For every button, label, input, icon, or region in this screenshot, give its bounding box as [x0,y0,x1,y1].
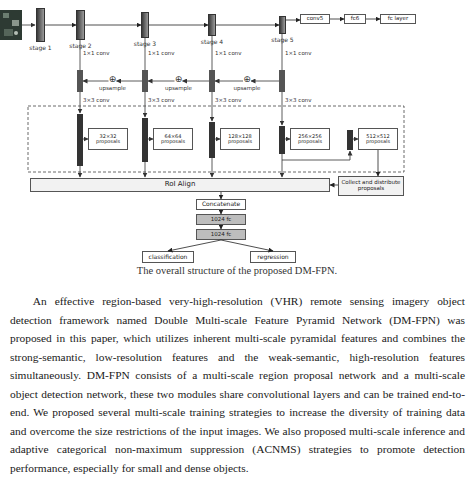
box-label: 256×256 proposals [291,134,329,145]
connector-arrow [221,210,222,214]
process-box: 512×512 proposals [358,128,398,150]
stage-label: stage 1 [29,44,51,51]
operation-label: 1×1 conv [83,50,110,56]
process-box: regression [250,251,296,263]
input-arrow [22,25,35,26]
box-label: Concatenate [202,201,240,207]
process-box: fc layer [380,14,416,24]
box-label: regression [257,254,288,260]
stage-block: stage 2 [76,10,85,40]
operation-label: upsample [99,85,126,91]
process-box: 1024 fc [196,214,246,225]
box-label: fc layer [388,16,409,22]
process-box: 1024 fc [196,229,246,240]
connector-arrow [216,25,279,26]
box-label: 1024 fc [211,217,232,223]
process-box: 32×32 proposals [88,128,128,150]
box-label: conv5 [307,16,324,22]
connector-arrow [85,25,141,26]
feature-bars [77,70,285,92]
connector-arrow [378,150,379,176]
process-box: RoI Align [30,178,330,192]
process-box: 128×128 proposals [220,128,260,150]
input-image [0,10,22,40]
box-label: Collect and distribute proposals [339,180,403,192]
box-label: 32×32 proposals [89,134,127,145]
pyramid-bars [77,114,353,166]
box-label: fc6 [351,16,359,22]
dashed-group [28,106,404,172]
connector-arrow [330,19,344,20]
sum-symbol: ⊕ [175,75,183,84]
body-paragraph: An effective region-based very-high-reso… [10,292,465,477]
operation-label: upsample [165,85,192,91]
stage-block: stage 3 [141,12,149,38]
connector-arrow [330,185,338,186]
connector-arrow [149,25,208,26]
box-label: 64×64 proposals [154,134,192,145]
stage-block: stage 4 [208,14,216,36]
operation-label: 1×1 conv [285,50,312,56]
stage-label: stage 3 [134,40,156,47]
stage-block: stage 5 [279,16,286,34]
box-label: 128×128 proposals [221,134,259,145]
operation-label: upsample [234,85,261,91]
connector-arrow [221,240,273,251]
operation-label: 1×1 conv [148,50,175,56]
process-box: fc6 [344,14,366,24]
process-box: classification [142,251,194,263]
operation-label: 3×3 conv [215,97,242,103]
stage-label: stage 5 [271,36,293,43]
operation-label: 3×3 conv [148,97,175,103]
lateral-lines [80,34,358,177]
process-box: Concatenate [196,199,246,210]
box-label: 1024 fc [211,232,232,238]
connector-arrow [45,25,76,26]
connector-arrow [286,20,300,21]
connector-arrow [221,225,222,229]
box-label: 512×512 proposals [359,134,397,145]
stage-block: stage 1 [36,8,45,42]
operation-label: 1×1 conv [215,50,242,56]
process-box: Collect and distribute proposals [338,176,404,196]
box-label: classification [149,254,188,260]
connector-arrow [366,19,380,20]
operation-label: 3×3 conv [83,97,110,103]
box-label: RoI Align [165,181,196,188]
sum-symbol: ⊕ [243,75,251,84]
stage-label: stage 2 [69,42,91,49]
figure-caption: The overall structure of the proposed DM… [0,265,474,276]
connector-arrow [221,192,222,199]
connector-arrow [168,240,221,251]
operation-label: 3×3 conv [285,97,312,103]
process-box: 64×64 proposals [153,128,193,150]
sum-symbol: ⊕ [109,75,117,84]
process-box: conv5 [300,14,330,24]
process-box: 256×256 proposals [290,128,330,150]
stage-label: stage 4 [201,38,223,45]
